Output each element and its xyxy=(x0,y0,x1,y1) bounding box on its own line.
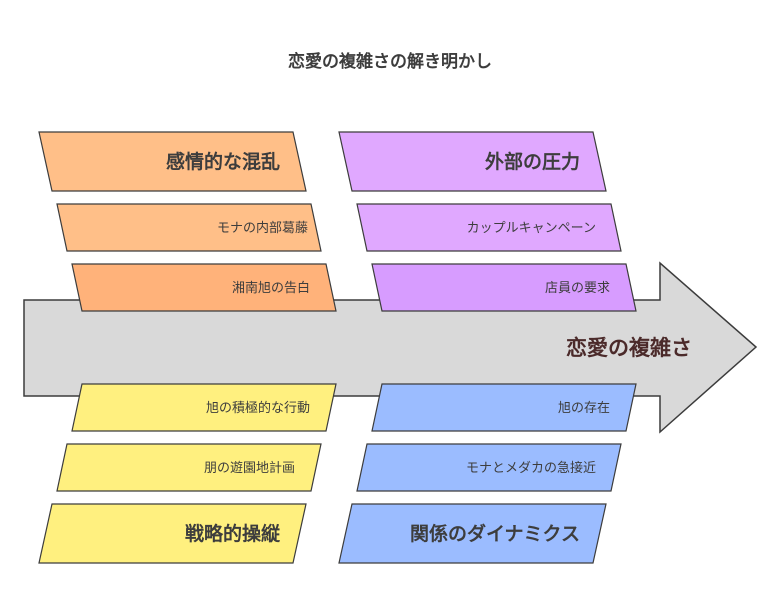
relationship-dynamics-item-box xyxy=(356,443,622,492)
diagram-title: 恋愛の複雑さの解き明かし xyxy=(288,52,492,72)
relationship-dynamics-item: 旭の存在 xyxy=(558,401,610,416)
external-pressure-heading-box xyxy=(338,131,607,192)
external-pressure-item: 店員の要求 xyxy=(545,281,610,296)
relationship-dynamics-item-box xyxy=(371,383,637,432)
spine-label: 恋愛の複雑さ xyxy=(566,336,692,360)
strategic-maneuver-heading: 戦略的操縦 xyxy=(185,522,281,545)
emotional-turmoil-heading-box xyxy=(38,131,307,192)
relationship-dynamics-item: モナとメダカの急接近 xyxy=(466,460,596,476)
emotional-turmoil-item-box xyxy=(71,263,337,312)
relationship-dynamics-heading: 関係のダイナミクス xyxy=(410,522,580,545)
strategic-maneuver-item: 旭の積極的な行動 xyxy=(206,400,310,416)
emotional-turmoil-item: 湘南旭の告白 xyxy=(232,280,310,296)
strategic-maneuver-item: 朋の遊園地計画 xyxy=(204,460,295,476)
strategic-maneuver-item-box xyxy=(56,443,322,492)
strategic-maneuver-item-box xyxy=(71,383,337,432)
external-pressure-heading: 外部の圧力 xyxy=(485,150,580,173)
external-pressure-item-box xyxy=(356,203,622,252)
relationship-dynamics-heading-box xyxy=(338,503,607,564)
emotional-turmoil-heading: 感情的な混乱 xyxy=(166,150,280,173)
external-pressure-item-box xyxy=(371,263,637,312)
emotional-turmoil-item-box xyxy=(56,203,322,252)
external-pressure-item: カップルキャンペーン xyxy=(467,221,596,236)
strategic-maneuver-heading-box xyxy=(38,503,307,564)
emotional-turmoil-item: モナの内部葛藤 xyxy=(217,220,308,236)
